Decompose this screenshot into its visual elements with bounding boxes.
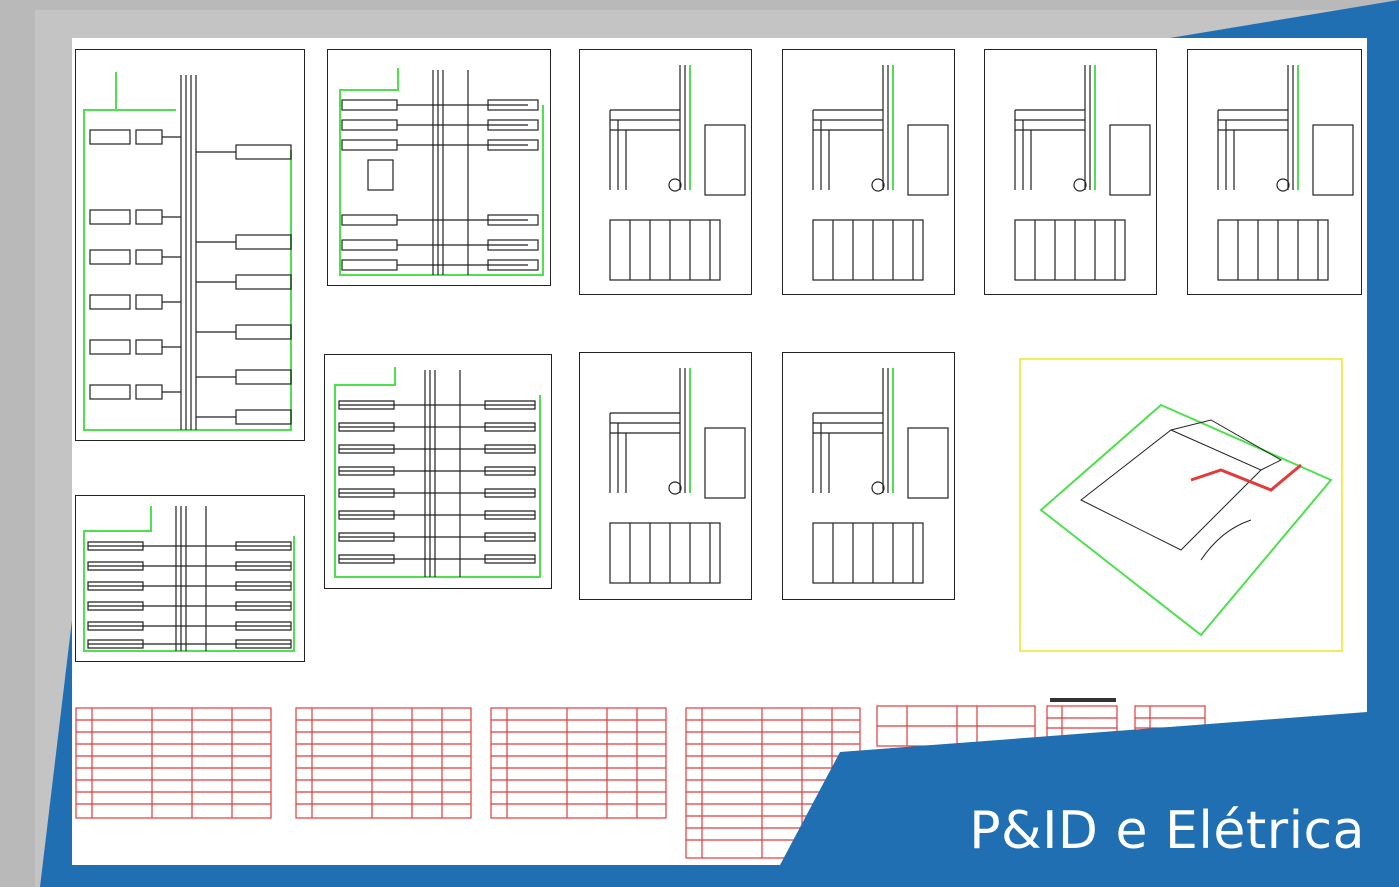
motor-diagram-1: [609, 65, 746, 281]
unifilar-4-diagram: [83, 506, 295, 652]
unifilar-panel-3: [324, 354, 552, 589]
load-table-1: [75, 707, 272, 819]
unifilar-1-diagram: [83, 72, 292, 431]
caption-title: P&ID e Elétrica: [969, 801, 1365, 861]
unifilar-3-diagram: [334, 367, 541, 578]
motor-diagram-panel-3: [984, 49, 1157, 295]
site-plan-drawing: [1039, 403, 1333, 637]
motor-diagram-6: [812, 368, 949, 584]
load-tables: [75, 698, 1206, 859]
motor-diagram-panel-5: [579, 352, 752, 600]
unifilar-panel-4: [75, 495, 305, 662]
motor-diagram-panel-1: [579, 49, 752, 295]
load-table-2: [295, 707, 472, 819]
motor-diagram-5: [609, 368, 746, 584]
motor-diagram-panel-6: [782, 352, 955, 600]
load-table-3: [490, 707, 667, 819]
unifilar-2-diagram: [339, 68, 544, 276]
motor-diagram-4: [1217, 65, 1354, 281]
site-plan-panel: [1019, 358, 1343, 652]
unifilar-panel-2: [327, 49, 551, 286]
motor-diagram-panel-4: [1187, 49, 1362, 295]
motor-diagram-3: [1014, 65, 1151, 281]
motor-diagram-panel-2: [782, 49, 955, 295]
unifilar-panel-1: [75, 49, 305, 441]
drawing-sheet: [72, 38, 1367, 865]
motor-diagram-2: [812, 65, 949, 281]
